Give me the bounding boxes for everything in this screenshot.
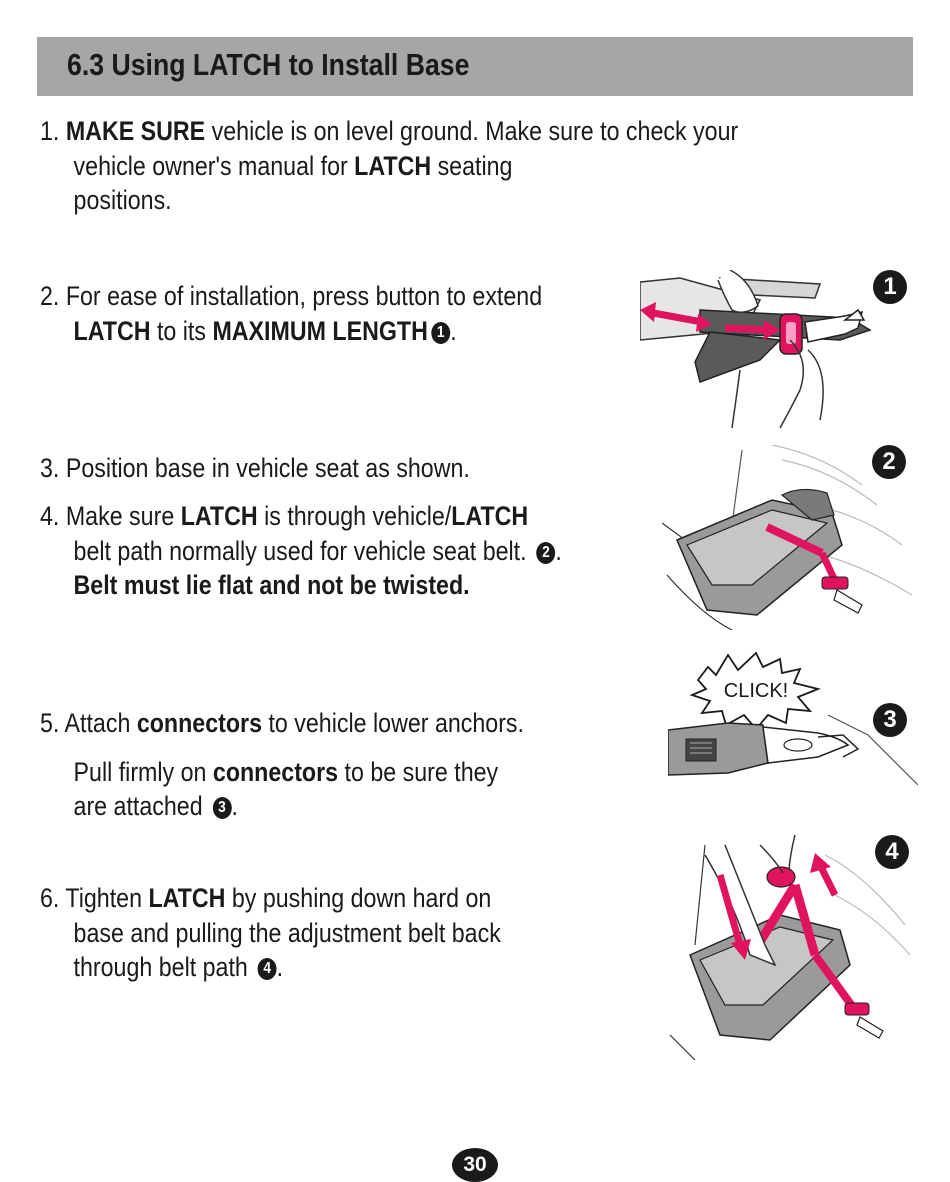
- step-3: 3. Position base in vehicle seat as show…: [40, 451, 470, 486]
- figure-number-badge: 1: [873, 270, 907, 304]
- step-5: 5. Attach connectors to vehicle lower an…: [40, 706, 524, 824]
- step-text: seating: [431, 150, 513, 181]
- page-number: 30: [452, 1148, 498, 1182]
- step-text: connectors: [212, 756, 339, 787]
- step-text: to vehicle lower anchors.: [262, 708, 525, 738]
- step-text: LATCH: [451, 501, 529, 531]
- figure-ref-badge: 1: [431, 321, 451, 344]
- step-text: .: [450, 315, 457, 346]
- step-number: 6.: [40, 883, 60, 913]
- figure-number-badge: 3: [873, 703, 907, 737]
- step-text: through belt path: [73, 952, 255, 982]
- step-text: LATCH: [148, 883, 226, 913]
- step-text: MAKE SURE: [65, 116, 206, 146]
- step-text: Attach: [59, 708, 137, 738]
- step-text: belt path normally used for vehicle seat…: [73, 535, 534, 566]
- step-text: Make sure: [59, 501, 181, 531]
- step-1: 1. MAKE SURE vehicle is on level ground.…: [40, 114, 738, 218]
- step-text: Pull firmly on: [73, 756, 213, 787]
- figure-4: 4: [665, 834, 915, 1065]
- step-text: .: [276, 952, 284, 982]
- step-text: Position base in vehicle seat as shown.: [59, 453, 470, 483]
- step-text: by pushing down hard on: [225, 883, 492, 913]
- figure-3: CLICK! 3: [667, 645, 919, 790]
- click-callout-text: CLICK!: [724, 680, 788, 702]
- figure-1: 1: [639, 269, 915, 430]
- step-text: to its: [150, 315, 213, 346]
- figure-number-badge: 2: [872, 445, 906, 479]
- latch-extend-illustration: [639, 269, 872, 429]
- step-text: base and pulling the adjustment belt bac…: [73, 917, 501, 948]
- step-text: vehicle owner's manual for: [73, 150, 355, 181]
- step-text: vehicle is on level ground. Make sure to…: [205, 116, 739, 146]
- step-text: LATCH: [354, 150, 432, 181]
- step-text: .: [555, 535, 562, 566]
- step-text: is through vehicle/: [257, 501, 452, 531]
- step-number: 2.: [40, 281, 60, 311]
- step-2: 2. For ease of installation, press butto…: [40, 279, 542, 348]
- step-number: 1.: [40, 116, 60, 146]
- step-text: positions.: [73, 185, 172, 215]
- step-number: 3.: [40, 453, 60, 483]
- step-4: 4. Make sure LATCH is through vehicle/LA…: [40, 499, 562, 603]
- step-number: 5.: [40, 708, 60, 738]
- tighten-latch-illustration: [669, 834, 911, 1061]
- figure-2: 2: [661, 444, 917, 631]
- step-text: LATCH: [180, 501, 258, 531]
- step-text: LATCH: [73, 315, 151, 346]
- section-title: 6.3 Using LATCH to Install Base: [67, 47, 470, 82]
- step-number: 4.: [40, 501, 60, 531]
- figure-number-badge: 4: [875, 835, 909, 869]
- step-text: .: [231, 791, 238, 821]
- warning-text: Belt must lie flat and not be twisted.: [73, 570, 470, 600]
- step-text: MAXIMUM LENGTH: [212, 315, 428, 346]
- figure-ref-badge: 2: [536, 541, 556, 564]
- step-text: For ease of installation, press button t…: [59, 281, 543, 311]
- step-6: 6. Tighten LATCH by pushing down hard on…: [40, 881, 501, 985]
- step-text: Tighten: [59, 883, 149, 913]
- figure-ref-badge: 4: [257, 958, 277, 980]
- click-burst-icon: [689, 651, 821, 731]
- step-text: are attached: [73, 791, 210, 821]
- base-in-seat-illustration: [661, 444, 913, 631]
- figure-ref-badge: 3: [212, 797, 232, 819]
- connector-click-illustration: CLICK!: [667, 651, 919, 786]
- section-header: 6.3 Using LATCH to Install Base: [37, 37, 913, 96]
- step-text: connectors: [136, 708, 263, 738]
- step-text: to be sure they: [338, 756, 499, 787]
